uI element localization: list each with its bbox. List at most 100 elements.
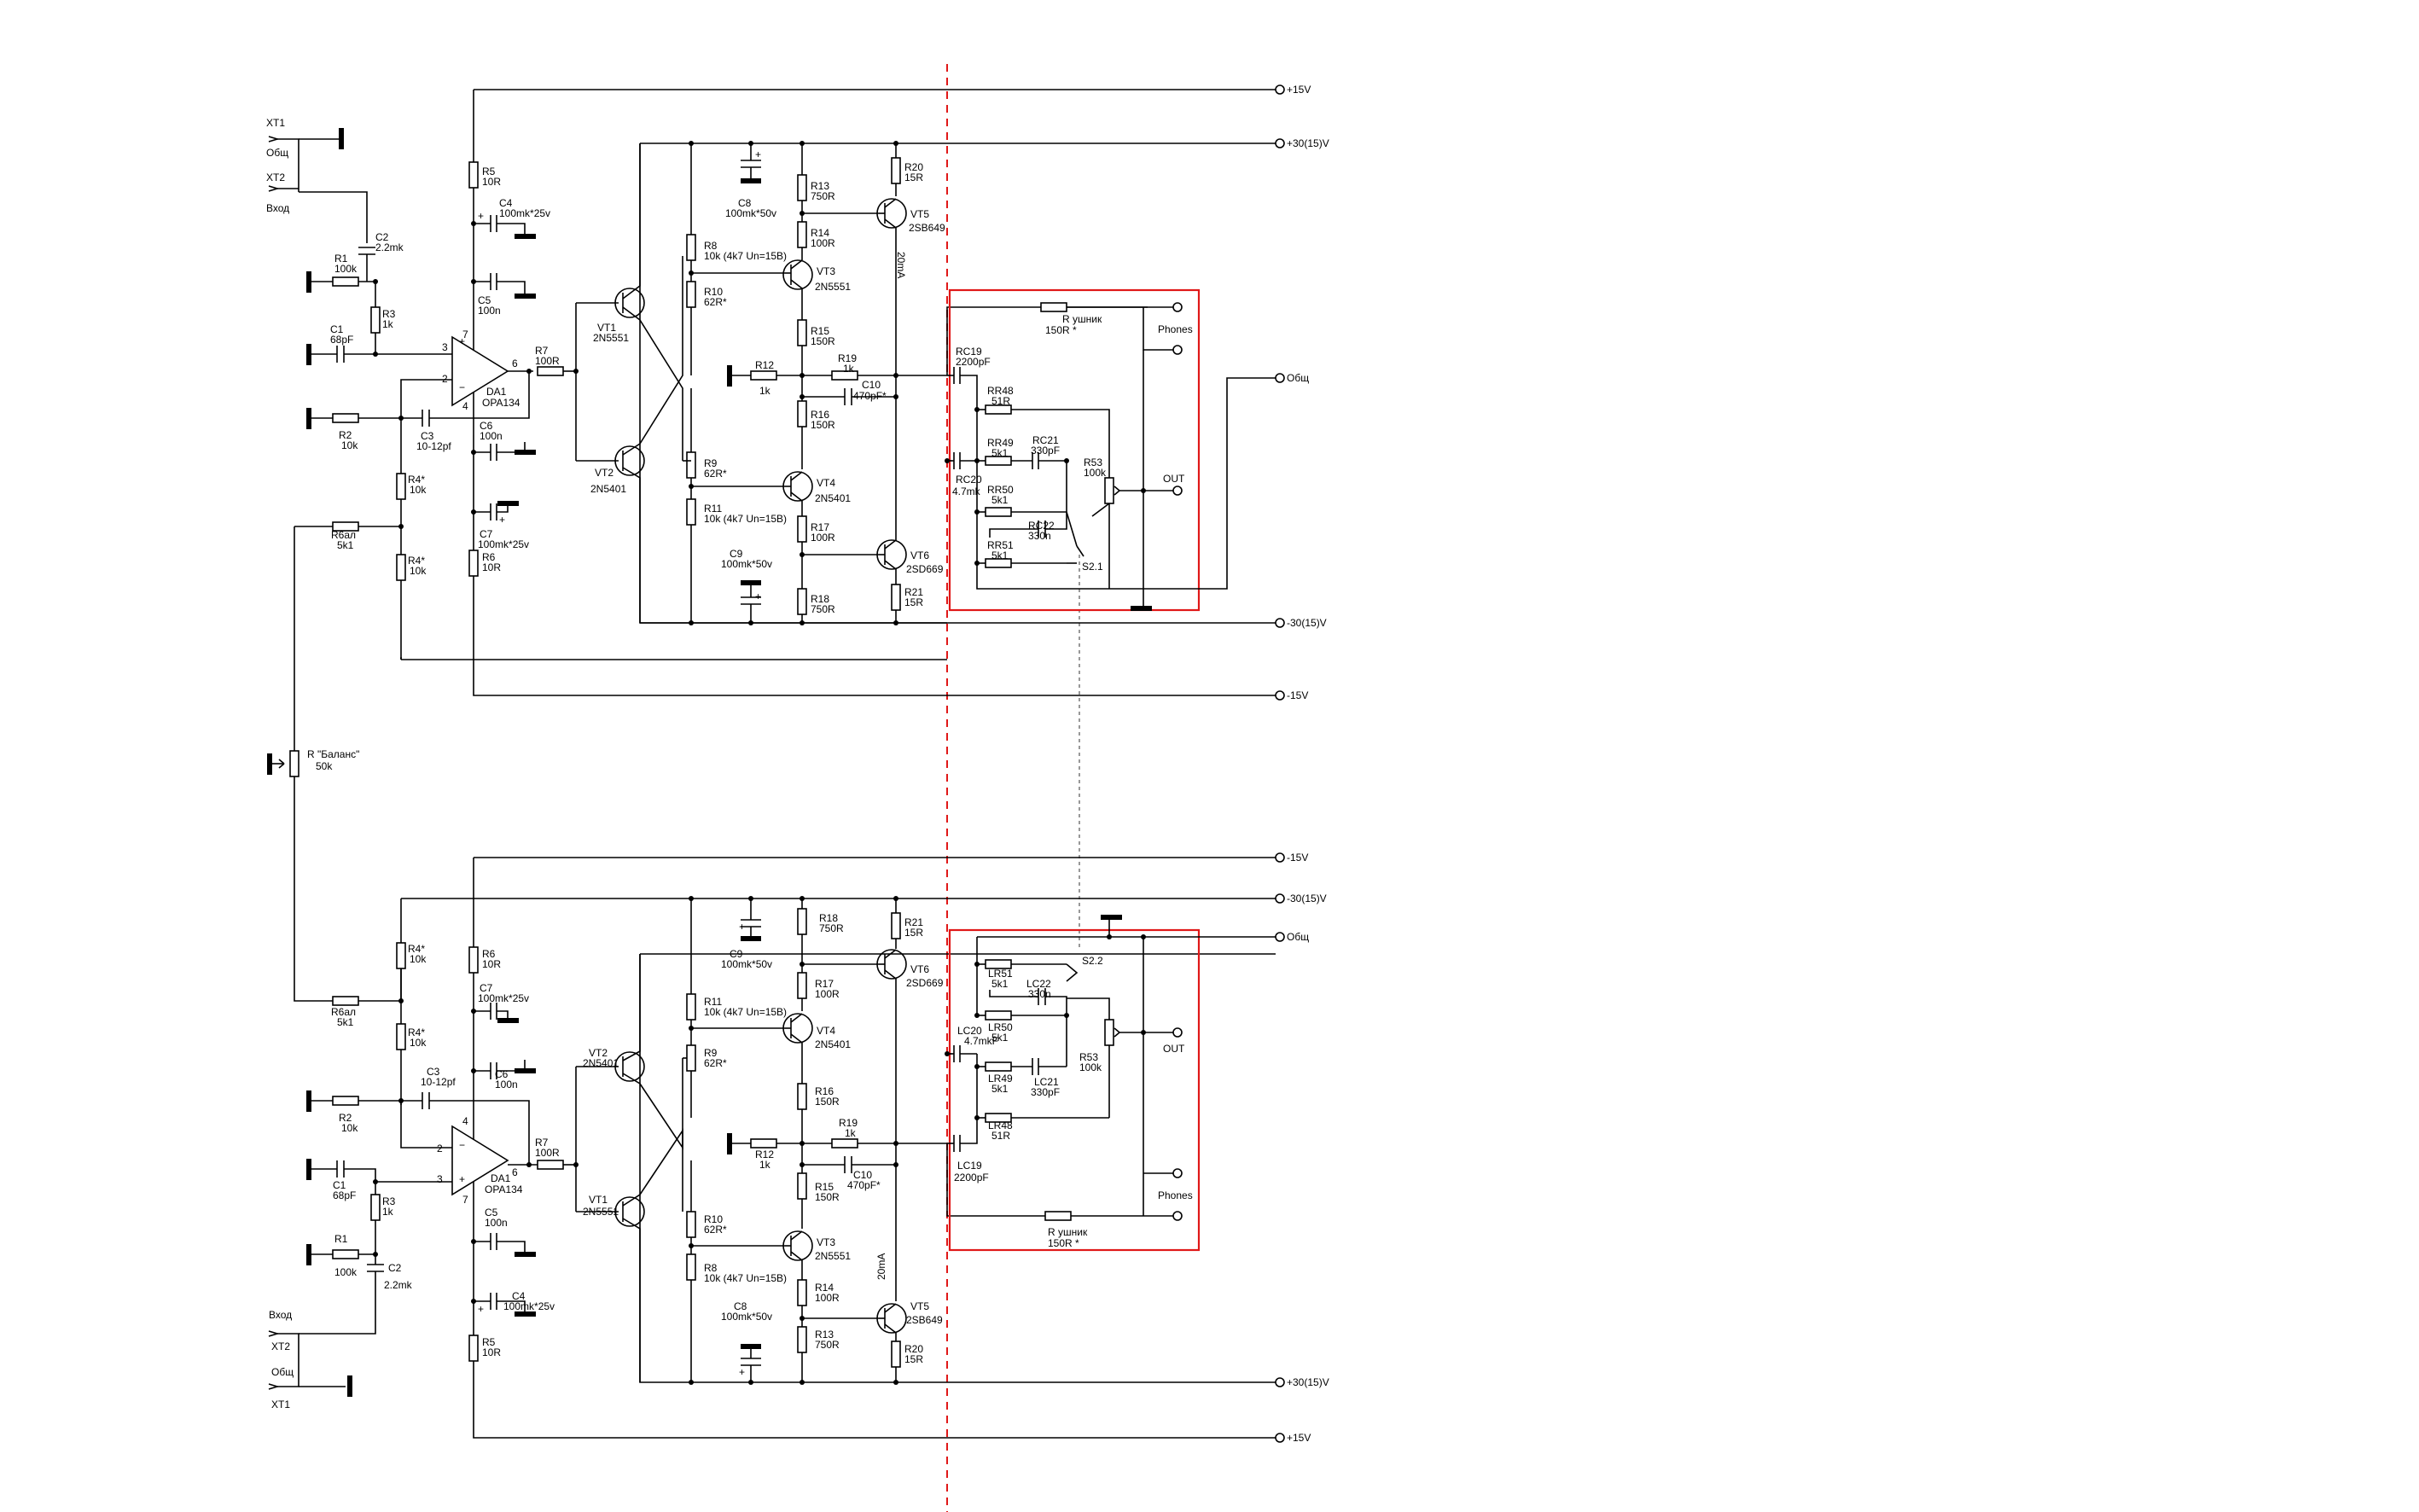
label: 100R	[535, 355, 560, 367]
label: R14	[811, 227, 829, 239]
label: 100k	[334, 1266, 358, 1278]
label: 5k1	[991, 550, 1009, 561]
label: 150R *	[1045, 324, 1077, 336]
label: R8	[704, 240, 718, 252]
label: 5k1	[991, 978, 1009, 990]
label: 2.2mk	[375, 241, 404, 253]
label: 10k	[410, 565, 427, 577]
connector-label: Вход	[266, 202, 289, 214]
label: DA1	[486, 386, 507, 398]
svg-text:+: +	[478, 1303, 484, 1315]
rail-label: +30(15)V	[1287, 1376, 1329, 1388]
label: 100mk*25v	[499, 207, 550, 219]
label: 15R	[904, 172, 923, 183]
svg-text:+: +	[478, 210, 484, 222]
label: R19	[838, 352, 857, 364]
label: 2.2mk	[384, 1279, 413, 1291]
label: LR48	[988, 1119, 1013, 1131]
label: R11	[704, 996, 722, 1008]
label: C2	[375, 231, 389, 243]
label: R53	[1084, 457, 1102, 468]
label: 10k (4k7 Un=15B)	[704, 1006, 787, 1018]
transistor-vt2	[614, 1051, 645, 1082]
label: R10	[704, 1213, 723, 1225]
label: R18	[811, 593, 829, 605]
label: 2200pF	[954, 1172, 989, 1183]
transistor-vt1	[614, 288, 645, 318]
bottom-channel: -15V -30(15)V +30(15)V +15V R4* 10k R4* …	[268, 852, 1329, 1444]
transistor-vt4	[782, 471, 813, 502]
label: 100mk*50v	[721, 1311, 772, 1323]
label: LC21	[1034, 1076, 1059, 1088]
label: 10R	[482, 958, 501, 970]
svg-text:+: +	[739, 1366, 745, 1378]
label: 5k1	[337, 1016, 354, 1028]
label: R2	[339, 1112, 352, 1124]
label: R53	[1079, 1051, 1098, 1063]
label: LR49	[988, 1073, 1013, 1085]
transistor-vt5	[876, 198, 907, 229]
label: RR49	[987, 437, 1014, 449]
connector-label: Общ	[271, 1366, 294, 1378]
label: 15R	[904, 1353, 923, 1365]
label: 1k	[382, 318, 394, 330]
label: 2SD669	[906, 563, 944, 575]
label: 51R	[991, 395, 1010, 407]
label: OPA134	[482, 397, 520, 409]
label: C1	[330, 323, 344, 335]
label: R14	[815, 1282, 834, 1294]
label: R12	[755, 359, 774, 371]
label: R3	[382, 1195, 396, 1207]
label: VT3	[817, 1236, 835, 1248]
label: 1k	[382, 1206, 394, 1218]
label: R10	[704, 286, 723, 298]
svg-text:+: +	[739, 921, 745, 933]
label: 10k	[341, 439, 358, 451]
rail-label: -30(15)V	[1287, 617, 1327, 629]
label: 10R	[482, 561, 501, 573]
label: 150R	[811, 419, 835, 431]
label: 62R*	[704, 468, 727, 480]
rail-label: -30(15)V	[1287, 893, 1327, 904]
label: 62R*	[704, 1224, 727, 1236]
opamp-da1	[451, 1125, 509, 1196]
label: C4	[512, 1290, 526, 1302]
label: R6	[482, 551, 496, 563]
label: R ушник	[1048, 1226, 1088, 1238]
label: 50k	[316, 760, 333, 772]
label: 7	[462, 329, 468, 340]
label: C7	[480, 982, 493, 994]
label: 10R	[482, 1346, 501, 1358]
label: 15R	[904, 927, 923, 939]
label: RR50	[987, 484, 1014, 496]
label: Phones	[1158, 1189, 1193, 1201]
bottom-output-box: Общ LR51 5k1 S2.2 LC22 330n LR50 5k1	[945, 915, 1309, 1252]
label: 3	[437, 1173, 443, 1185]
label: R20	[904, 1343, 923, 1355]
label: RR48	[987, 385, 1014, 397]
label: C1	[333, 1179, 346, 1191]
label: 100n	[495, 1079, 518, 1090]
label: R5	[482, 1336, 496, 1348]
rail-label: +15V	[1287, 1432, 1311, 1444]
label: 100n	[480, 430, 503, 442]
label: 330pF	[1031, 1086, 1060, 1098]
label: LC19	[957, 1160, 982, 1172]
label: 750R	[819, 922, 844, 934]
label: 10-12pf	[421, 1076, 456, 1088]
svg-text:+: +	[755, 590, 761, 602]
label: 20mA	[895, 252, 907, 278]
label: RC20	[956, 474, 982, 486]
label: R17	[815, 978, 834, 990]
label: R7	[535, 345, 549, 357]
label: 10k (4k7 Un=15B)	[704, 250, 787, 262]
label: 7	[462, 1194, 468, 1206]
connector-label: XT2	[271, 1340, 290, 1352]
label: 100R	[535, 1147, 560, 1159]
label: 2N5551	[815, 281, 851, 293]
label: 100mk*50v	[725, 207, 776, 219]
rail-label: +15V	[1287, 84, 1311, 96]
label: R11	[704, 503, 722, 515]
label: 150R	[815, 1191, 840, 1203]
